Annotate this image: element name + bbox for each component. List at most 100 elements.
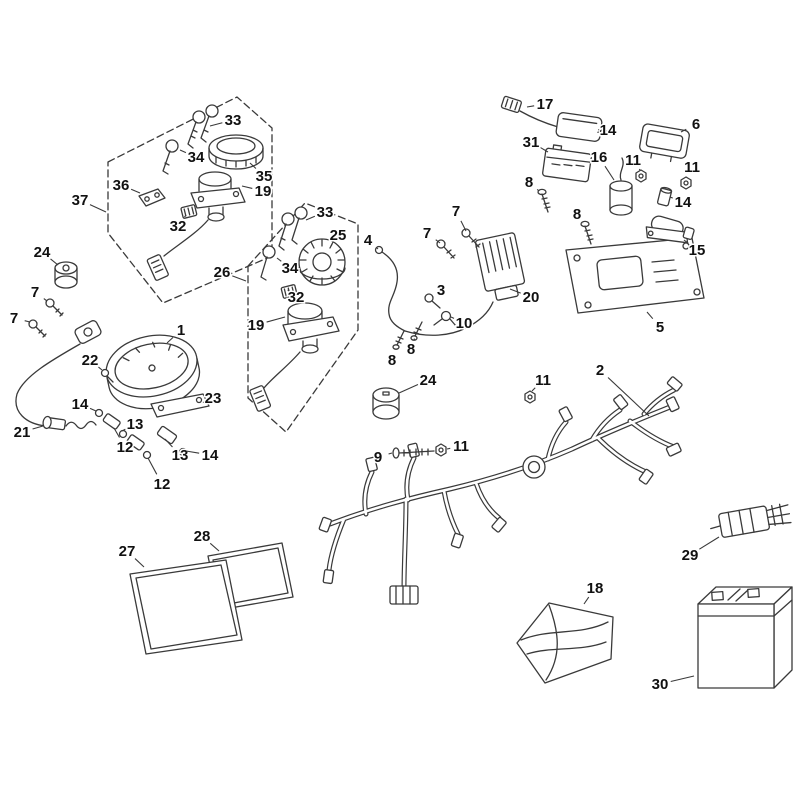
screw-9: [392, 447, 435, 459]
callout-2: 2: [596, 362, 604, 379]
callout-32: 32: [170, 218, 187, 235]
callout-13: 13: [172, 447, 189, 464]
callout-leader-30: [670, 675, 695, 683]
callout-leader-35: [249, 162, 257, 169]
callout-19: 19: [255, 183, 272, 200]
callout-15: 15: [689, 242, 706, 259]
screw-8-c: [392, 330, 405, 350]
callout-leader-11: [638, 168, 641, 171]
callout-leader-12: [113, 427, 120, 438]
callout-7: 7: [423, 225, 431, 242]
callout-33: 33: [225, 112, 242, 129]
callout-29: 29: [682, 547, 699, 564]
bracket-36: [138, 188, 166, 207]
clamp-10: [433, 310, 457, 327]
callout-leader-25: [330, 243, 333, 247]
callout-7: 7: [31, 284, 39, 301]
callout-leader-9: [388, 452, 393, 455]
switch-cap-35: [208, 134, 264, 170]
callout-34: 34: [282, 260, 299, 277]
callout-leader-1: [166, 337, 174, 344]
nut-11-b: [680, 176, 692, 190]
nut-11-c: [435, 443, 447, 457]
battery-terminals: [711, 587, 760, 601]
callout-3: 3: [437, 282, 445, 299]
tool-bag-18: [516, 602, 614, 684]
callout-leader-7: [435, 239, 441, 244]
bolt-7-a: [45, 298, 64, 317]
callout-leader-20: [509, 288, 521, 294]
callout-12: 12: [154, 476, 171, 493]
callout-leader-14: [669, 196, 673, 199]
callout-25: 25: [330, 227, 347, 244]
callout-33: 33: [317, 204, 334, 221]
callout-9: 9: [374, 449, 382, 466]
callout-leader-32: [184, 214, 187, 218]
connector-32-b: [280, 284, 298, 299]
callout-36: 36: [113, 177, 130, 194]
callout-leader-17: [526, 105, 535, 108]
callout-leader-19: [241, 185, 253, 189]
plate-27: [129, 559, 243, 655]
harness-main-connector: [389, 585, 419, 605]
callout-16: 16: [591, 149, 608, 166]
callout-8: 8: [525, 174, 533, 191]
key-34-a: [162, 139, 179, 175]
cdi-unit-6: [639, 123, 690, 163]
callout-leader-8: [536, 188, 540, 192]
callout-leader-14: [89, 407, 97, 412]
callout-leader-26: [232, 275, 247, 282]
key-set-33-a: [187, 104, 219, 149]
bolt-7-b: [28, 319, 47, 338]
callout-leader-16: [604, 165, 615, 181]
fuse-box-31: [542, 144, 592, 183]
callout-leader-10: [450, 316, 455, 319]
callout-leader-34: [276, 257, 282, 262]
callout-leader-6: [680, 128, 687, 133]
fittings-12-13-14: [94, 408, 188, 460]
callout-11: 11: [453, 438, 469, 455]
callout-leader-36: [130, 188, 141, 194]
bolt-7-c: [461, 228, 481, 248]
callout-leader-4: [375, 246, 379, 250]
callout-leader-21: [32, 425, 44, 430]
regulator-20: [474, 232, 526, 301]
callout-20: 20: [523, 289, 540, 306]
callout-17: 17: [537, 96, 554, 113]
cap-24-a: [54, 261, 78, 289]
callout-leader-13: [164, 438, 173, 448]
relay-14-a: [555, 112, 608, 142]
callout-11: 11: [684, 159, 700, 176]
callout-1: 1: [177, 322, 185, 339]
callout-22: 22: [82, 352, 99, 369]
callout-18: 18: [587, 580, 604, 597]
callout-10: 10: [456, 315, 473, 332]
connector-32-a: [180, 204, 198, 219]
battery-30: [697, 586, 793, 689]
callout-32: 32: [288, 289, 305, 306]
callout-26: 26: [214, 264, 231, 281]
lead-wire-4: [374, 245, 494, 336]
callout-labels: 3733343519363233253426321924772212114131…: [8, 95, 720, 695]
callout-leader-7: [460, 220, 467, 232]
callout-leader-33: [305, 215, 316, 221]
callout-leader-5: [646, 311, 654, 320]
callout-37: 37: [72, 192, 89, 209]
callout-21: 21: [14, 424, 31, 441]
callout-11: 11: [535, 372, 551, 389]
callout-23: 23: [205, 390, 222, 407]
bracket-23: [150, 393, 210, 418]
callout-leader-11: [531, 387, 536, 392]
screw-22: [100, 368, 114, 383]
kit-outline-26: [247, 202, 359, 433]
ignition-coil-15: [645, 215, 695, 244]
callout-8: 8: [388, 352, 396, 369]
ignition-switch-19-b: [249, 302, 340, 412]
callout-leader-19: [266, 316, 286, 323]
nut-11-a: [635, 169, 647, 183]
callout-leader-22: [98, 366, 103, 371]
clamp-3: [424, 293, 441, 309]
callout-14: 14: [600, 122, 617, 139]
callout-30: 30: [652, 676, 669, 693]
